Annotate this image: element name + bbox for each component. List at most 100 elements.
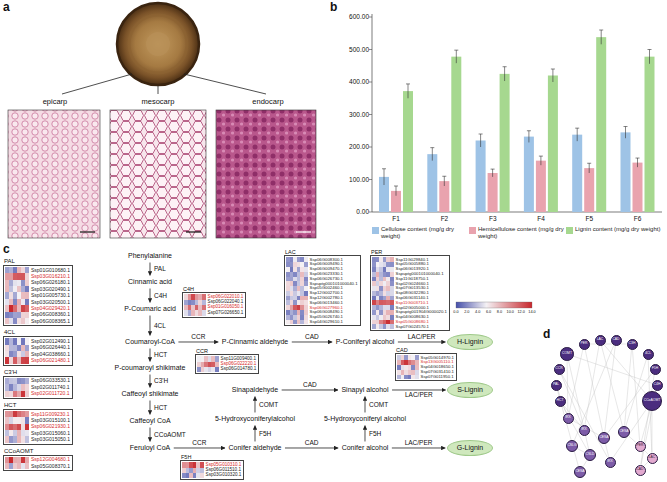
network-link — [574, 345, 613, 440]
tissue-label: endocarp — [252, 98, 283, 107]
lignin-node: H-Lignin — [447, 334, 493, 350]
network-link — [573, 356, 651, 383]
network-node: C3H — [627, 339, 638, 350]
tissue-label: mesocarp — [142, 98, 175, 107]
reaction-arrow — [150, 289, 151, 303]
enzyme-label: CAD — [302, 381, 318, 388]
colorbar-tick: 0.0 — [453, 310, 458, 314]
tissue-label: epicarp — [43, 98, 68, 107]
gene-id: Ssp02G024660.1 — [396, 282, 430, 286]
gene-id: Ssp05G005880.1 — [396, 262, 430, 266]
metabolite-node: Sinapaldehyde — [230, 385, 280, 395]
metabolite-node: Cinnamic acid — [126, 277, 174, 287]
error-cap — [624, 126, 628, 127]
gene-id: Ssp05G014970.1 — [421, 356, 455, 360]
error-cap — [406, 83, 410, 84]
gene-id: Ssp06G009490.1 — [310, 262, 344, 266]
gene-id: Ssp06G023330.1 — [310, 272, 344, 276]
metabolite-node: Feruloyl CoA — [128, 443, 172, 453]
node-text: CESA — [599, 436, 608, 439]
reaction-arrow — [150, 428, 151, 442]
heat-cell — [304, 320, 308, 325]
enzyme-label: LAC/PER — [404, 391, 434, 398]
error-cap — [454, 50, 458, 51]
bar — [500, 74, 510, 212]
heatmap-row: Ssp03G010320.1 — [182, 473, 242, 478]
heatmap-row: Ssp04G029610.1 — [286, 320, 359, 325]
leader-line — [62, 74, 132, 94]
network-node: IRX — [579, 425, 590, 436]
scale-bar — [296, 231, 311, 232]
bar — [403, 91, 413, 212]
x-axis — [372, 212, 662, 213]
colorbar-tick: 12.0 — [517, 310, 524, 314]
gene-id: Ssp06G022220.1 — [221, 362, 258, 367]
error-bar — [384, 169, 385, 185]
network-node: CCR — [554, 364, 565, 375]
network-node: PAL — [551, 380, 562, 391]
gene-box: CADSsp05G014970.1Ssp13G005110.1Ssp04G018… — [395, 347, 457, 381]
network-node: CAD — [635, 465, 646, 476]
network-node: F5H — [650, 364, 661, 375]
node-text: PER — [637, 444, 644, 447]
node-text: P-Cinnamic aldehyde — [222, 338, 289, 345]
error-cap — [382, 168, 386, 169]
gene-id: Ssp04G008630.1 — [396, 315, 430, 319]
enzyme-label: LAC/PER — [407, 333, 437, 340]
micrograph — [8, 110, 100, 238]
error-cap — [636, 158, 640, 159]
enzyme-label: HCT — [153, 404, 168, 411]
gene-id: Ssp12G002780.1 — [310, 296, 344, 300]
gene-id: Ssp06G026180.1 — [31, 280, 71, 285]
micrograph — [216, 110, 316, 238]
error-cap — [587, 163, 591, 164]
error-cap — [599, 30, 603, 31]
axis-category: F2 — [441, 215, 449, 222]
enzyme-label: CCoAOMT — [153, 431, 187, 438]
network-node: CESA — [618, 426, 631, 439]
colorbar-tick: 2.0 — [464, 310, 469, 314]
axis-tick: 300.00 — [349, 111, 369, 118]
node-text: COMT — [562, 352, 572, 355]
axis-tick: 400.00 — [349, 78, 369, 85]
heatmap-frame: Ssp12G004680.1Ssp05G008370.1 — [3, 455, 73, 472]
gene-id: Ssp06G027960.1 — [310, 306, 344, 310]
node-text: CCR — [555, 367, 562, 370]
network-link — [567, 361, 569, 413]
gene-id: Ssp11G029840.1 — [396, 258, 430, 262]
gene-id: Ssp03G016210.1 — [31, 274, 71, 279]
heat-cell — [215, 367, 219, 372]
network-node: IRX — [563, 413, 574, 424]
gene-id: Ssp04G029610.1 — [310, 320, 344, 324]
enzyme-label: F5H — [368, 430, 382, 437]
fruit-core — [146, 32, 170, 56]
gene-id: Ssp04G018650.1 — [421, 365, 455, 369]
network-link — [625, 349, 632, 425]
bar — [645, 57, 655, 212]
node-text: Caffeoyl CoA — [129, 417, 170, 424]
network-node: PER — [635, 441, 646, 452]
network-link — [644, 450, 648, 454]
axis-category: F1 — [392, 215, 400, 222]
scale-bar — [186, 231, 201, 232]
bar — [633, 163, 643, 212]
enzyme-label: 4CL — [153, 322, 167, 329]
error-bar — [625, 127, 626, 139]
gene-id: Ssp01G005730.1 — [31, 293, 71, 298]
axis-tick: 100.00 — [349, 176, 369, 183]
network-node: CESA — [574, 466, 587, 479]
panel-label: b — [330, 1, 337, 15]
heat-cell — [25, 318, 29, 324]
legend-item: Lignin content (mg/g dry weight) — [566, 226, 663, 240]
node-text: IRX — [565, 416, 571, 419]
node-text: 5-Hydroxyconiferylalcohol — [215, 415, 295, 422]
node-text: IRX — [581, 428, 587, 431]
enzyme-label: C4H — [153, 292, 168, 299]
metabolite-node: 5-Hydroxyconiferyl alcohol — [322, 414, 408, 424]
error-bar — [492, 169, 493, 177]
node-text: CAD — [636, 468, 643, 471]
gene-title: C3'H — [3, 369, 73, 376]
gene-id: Ssp06G008365.1 — [31, 319, 71, 324]
enzyme-label: F5H — [258, 430, 272, 437]
error-bar — [528, 131, 529, 143]
